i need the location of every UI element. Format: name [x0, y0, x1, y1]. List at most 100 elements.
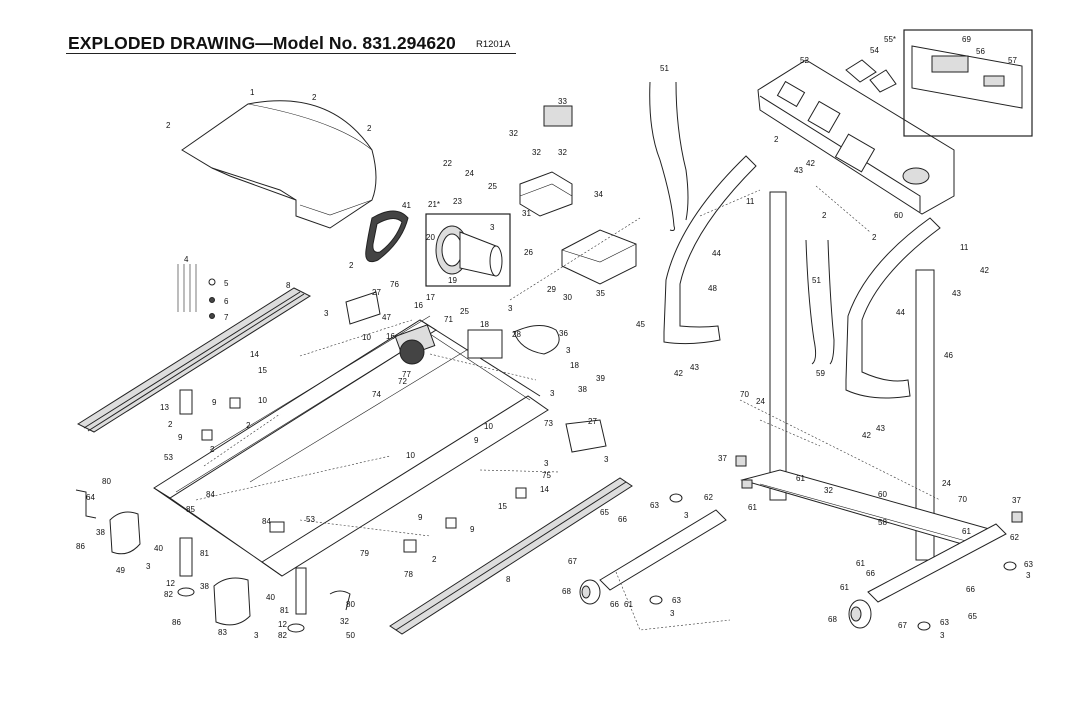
- label-32: 32: [532, 148, 541, 157]
- label-9: 9: [212, 398, 217, 407]
- label-22: 22: [443, 159, 452, 168]
- label-55: 55*: [884, 35, 896, 44]
- label-44: 44: [896, 308, 905, 317]
- treadmill-frame: [153, 319, 549, 577]
- side-rails-left: [76, 287, 633, 635]
- label-86: 86: [172, 618, 181, 627]
- label-53: 53: [306, 515, 315, 524]
- label-58: 58: [878, 518, 887, 527]
- label-42: 42: [862, 431, 871, 440]
- label-3: 3: [508, 304, 513, 313]
- label-84: 84: [206, 490, 215, 499]
- label-3: 3: [566, 346, 571, 355]
- label-16: 16: [414, 301, 423, 310]
- label-3: 3: [550, 389, 555, 398]
- label-3: 3: [670, 609, 675, 618]
- label-8: 8: [286, 281, 291, 290]
- label-6: 6: [224, 297, 229, 306]
- label-32: 32: [340, 617, 349, 626]
- label-25: 25: [488, 182, 497, 191]
- label-80: 80: [102, 477, 111, 486]
- label-61: 61: [748, 503, 757, 512]
- motor-box: [425, 213, 511, 287]
- label-82: 82: [164, 590, 173, 599]
- label-76: 76: [390, 280, 399, 289]
- label-2: 2: [246, 421, 251, 430]
- label-2: 2: [822, 211, 827, 220]
- label-43: 43: [794, 166, 803, 175]
- label-47: 47: [382, 313, 391, 322]
- label-63: 63: [1024, 560, 1033, 569]
- label-81: 81: [200, 549, 209, 558]
- label-84: 84: [262, 517, 271, 526]
- label-63: 63: [650, 501, 659, 510]
- label-80: 80: [346, 600, 355, 609]
- label-15: 15: [498, 502, 507, 511]
- label-19: 19: [448, 276, 457, 285]
- label-51: 51: [660, 64, 669, 73]
- console-overlay-inset: [903, 29, 1033, 137]
- label-33: 33: [558, 97, 567, 106]
- label-42: 42: [980, 266, 989, 275]
- label-3: 3: [684, 511, 689, 520]
- label-2: 2: [367, 124, 372, 133]
- label-12: 12: [278, 620, 287, 629]
- label-70: 70: [958, 495, 967, 504]
- label-79: 79: [360, 549, 369, 558]
- label-61: 61: [624, 600, 633, 609]
- title-rule: [66, 53, 516, 54]
- label-71: 71: [444, 315, 453, 324]
- label-86: 86: [76, 542, 85, 551]
- label-60: 60: [894, 211, 903, 220]
- label-8: 8: [506, 575, 511, 584]
- label-24: 24: [756, 397, 765, 406]
- label-51: 51: [812, 276, 821, 285]
- label-67: 67: [898, 621, 907, 630]
- label-26: 26: [524, 248, 533, 257]
- part-labels: 1 2 2 2 2 41 21* 20 19 3 22 24 23 25 26 …: [76, 35, 1033, 640]
- label-66: 66: [618, 515, 627, 524]
- cables: [649, 81, 835, 365]
- label-9: 9: [474, 436, 479, 445]
- label-59: 59: [816, 369, 825, 378]
- label-70: 70: [740, 390, 749, 399]
- label-62: 62: [1010, 533, 1019, 542]
- label-3: 3: [544, 459, 549, 468]
- label-3: 3: [324, 309, 329, 318]
- label-2: 2: [166, 121, 171, 130]
- label-52: 52: [800, 56, 809, 65]
- label-24: 24: [465, 169, 474, 178]
- label-9: 9: [418, 513, 423, 522]
- label-83: 83: [218, 628, 227, 637]
- label-68: 68: [562, 587, 571, 596]
- label-12: 12: [166, 579, 175, 588]
- handrail-left: [663, 155, 757, 345]
- label-3: 3: [146, 562, 151, 571]
- label-39: 39: [596, 374, 605, 383]
- dashed-guides-right: [615, 185, 941, 631]
- label-23: 23: [453, 197, 462, 206]
- label-60: 60: [878, 490, 887, 499]
- label-42: 42: [674, 369, 683, 378]
- label-16: 16: [386, 332, 395, 341]
- label-40: 40: [266, 593, 275, 602]
- upright-left: [769, 191, 787, 501]
- label-48: 48: [708, 284, 717, 293]
- label-38: 38: [96, 528, 105, 537]
- label-13: 13: [160, 403, 169, 412]
- label-7: 7: [224, 313, 229, 322]
- label-1: 1: [250, 88, 255, 97]
- label-35: 35: [596, 289, 605, 298]
- fasteners-cluster: [177, 264, 216, 319]
- base-frame: [735, 455, 1023, 547]
- drawing-title: EXPLODED DRAWING—Model No. 831.294620: [68, 33, 456, 53]
- label-11: 11: [960, 243, 969, 252]
- label-49: 49: [116, 566, 125, 575]
- label-37: 37: [718, 454, 727, 463]
- label-17: 17: [426, 293, 435, 302]
- label-24: 24: [942, 479, 951, 488]
- label-45: 45: [636, 320, 645, 329]
- label-46: 46: [944, 351, 953, 360]
- label-3: 3: [940, 631, 945, 640]
